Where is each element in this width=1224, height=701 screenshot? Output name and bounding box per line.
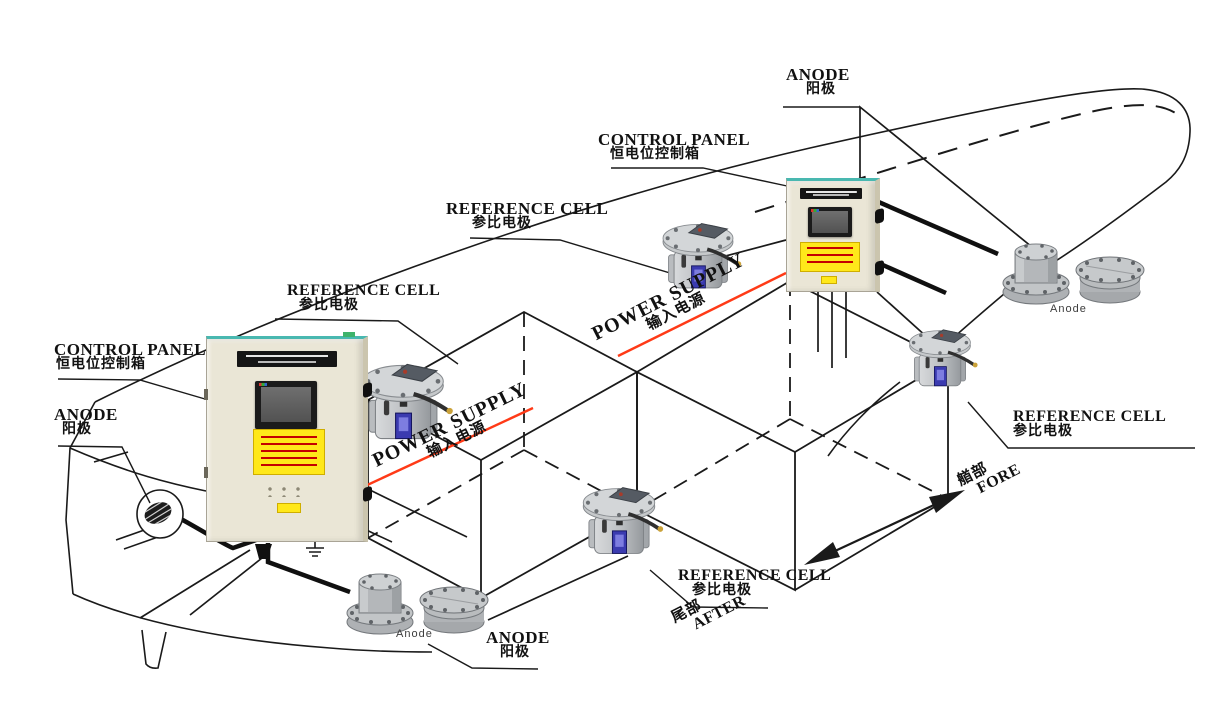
label-control-panel-left: CONTROL PANEL 恒电位控制箱 [54, 341, 206, 373]
panel-latch-bottom [363, 485, 372, 503]
label-anode-bottom: ANODE 阳极 [486, 629, 550, 661]
ship-hull-hidden-lines [754, 104, 1183, 213]
label-text-zh: 阳极 [806, 82, 836, 98]
label-text-en: CONTROL PANEL [54, 340, 207, 359]
label-text-en: REFERENCE CELL [287, 282, 441, 299]
panel-hinge-top [204, 389, 208, 400]
reference-cell-aft [581, 485, 666, 556]
label-text-zh: 参比电极 [472, 216, 532, 232]
label-anode-left: ANODE 阳极 [54, 406, 118, 438]
label-text-zh: 阳极 [62, 422, 92, 438]
label-text-en: ANODE [54, 405, 118, 424]
power-supply-lines [362, 271, 787, 489]
caption-anode-right: Anode [1050, 303, 1087, 315]
label-anode-top: ANODE 阳极 [786, 66, 850, 98]
panel-tab [343, 332, 355, 337]
compartment-box-right-hidden [636, 281, 949, 511]
label-text-zh: 参比电极 [1013, 424, 1073, 440]
control-panel-left [204, 332, 372, 542]
screen-logo [258, 383, 267, 387]
panel-latch-bottom [875, 259, 884, 277]
label-reference-cell-left: REFERENCE CELL 参比电极 [287, 282, 441, 314]
anode-pair-bottom [346, 573, 489, 635]
panel-screen [255, 381, 317, 429]
label-reference-cell-top: REFERENCE CELL 参比电极 [446, 200, 608, 232]
label-text-en: REFERENCE CELL [1013, 408, 1167, 425]
ground-symbol [306, 536, 324, 557]
leader-lines [57, 106, 1195, 670]
label-text-en: REFERENCE CELL [446, 199, 609, 218]
fore-aft-arrow [804, 490, 965, 565]
label-text-en: REFERENCE CELL [678, 567, 832, 584]
compartment-box-right [635, 279, 950, 592]
label-reference-cell-aft: REFERENCE CELL 参比电极 [678, 567, 832, 599]
ship-hull-outline [65, 87, 1191, 669]
panel-screen [808, 207, 852, 237]
reference-cell-right [907, 328, 980, 388]
panel-nameplate [800, 188, 862, 199]
warning-label-text-lines [806, 246, 854, 268]
anode-pair-right [1002, 243, 1145, 305]
label-text-en: CONTROL PANEL [598, 130, 751, 149]
panel-hinge-bottom [204, 467, 208, 478]
screen-logo [810, 208, 819, 212]
label-text-zh: 恒电位控制箱 [56, 357, 146, 373]
label-text-zh: 参比电极 [299, 298, 359, 314]
panel-tag [821, 276, 837, 284]
label-text-zh: 参比电极 [692, 583, 752, 599]
panel-warning-label [253, 429, 325, 475]
panel-vents [263, 485, 307, 497]
label-text-zh: 恒电位控制箱 [610, 147, 700, 163]
screen-glass [260, 386, 312, 423]
label-reference-cell-right: REFERENCE CELL 参比电极 [1013, 408, 1167, 440]
cable-gland [255, 544, 272, 559]
panel-latch-top [363, 381, 372, 399]
panel-tag [277, 503, 301, 513]
label-control-panel-right: CONTROL PANEL 恒电位控制箱 [598, 131, 750, 163]
warning-label-text-lines [261, 436, 317, 468]
label-text-en: ANODE [786, 65, 850, 84]
hull-anode-left [136, 489, 184, 539]
caption-anode-bottom: Anode [396, 628, 433, 640]
label-text-en: ANODE [486, 628, 550, 647]
panel-latch-top [875, 207, 884, 225]
control-panel-right [786, 178, 884, 292]
screen-glass [811, 210, 849, 233]
panel-warning-label [800, 242, 860, 272]
panel-nameplate [237, 351, 337, 367]
label-text-zh: 阳极 [500, 645, 530, 661]
